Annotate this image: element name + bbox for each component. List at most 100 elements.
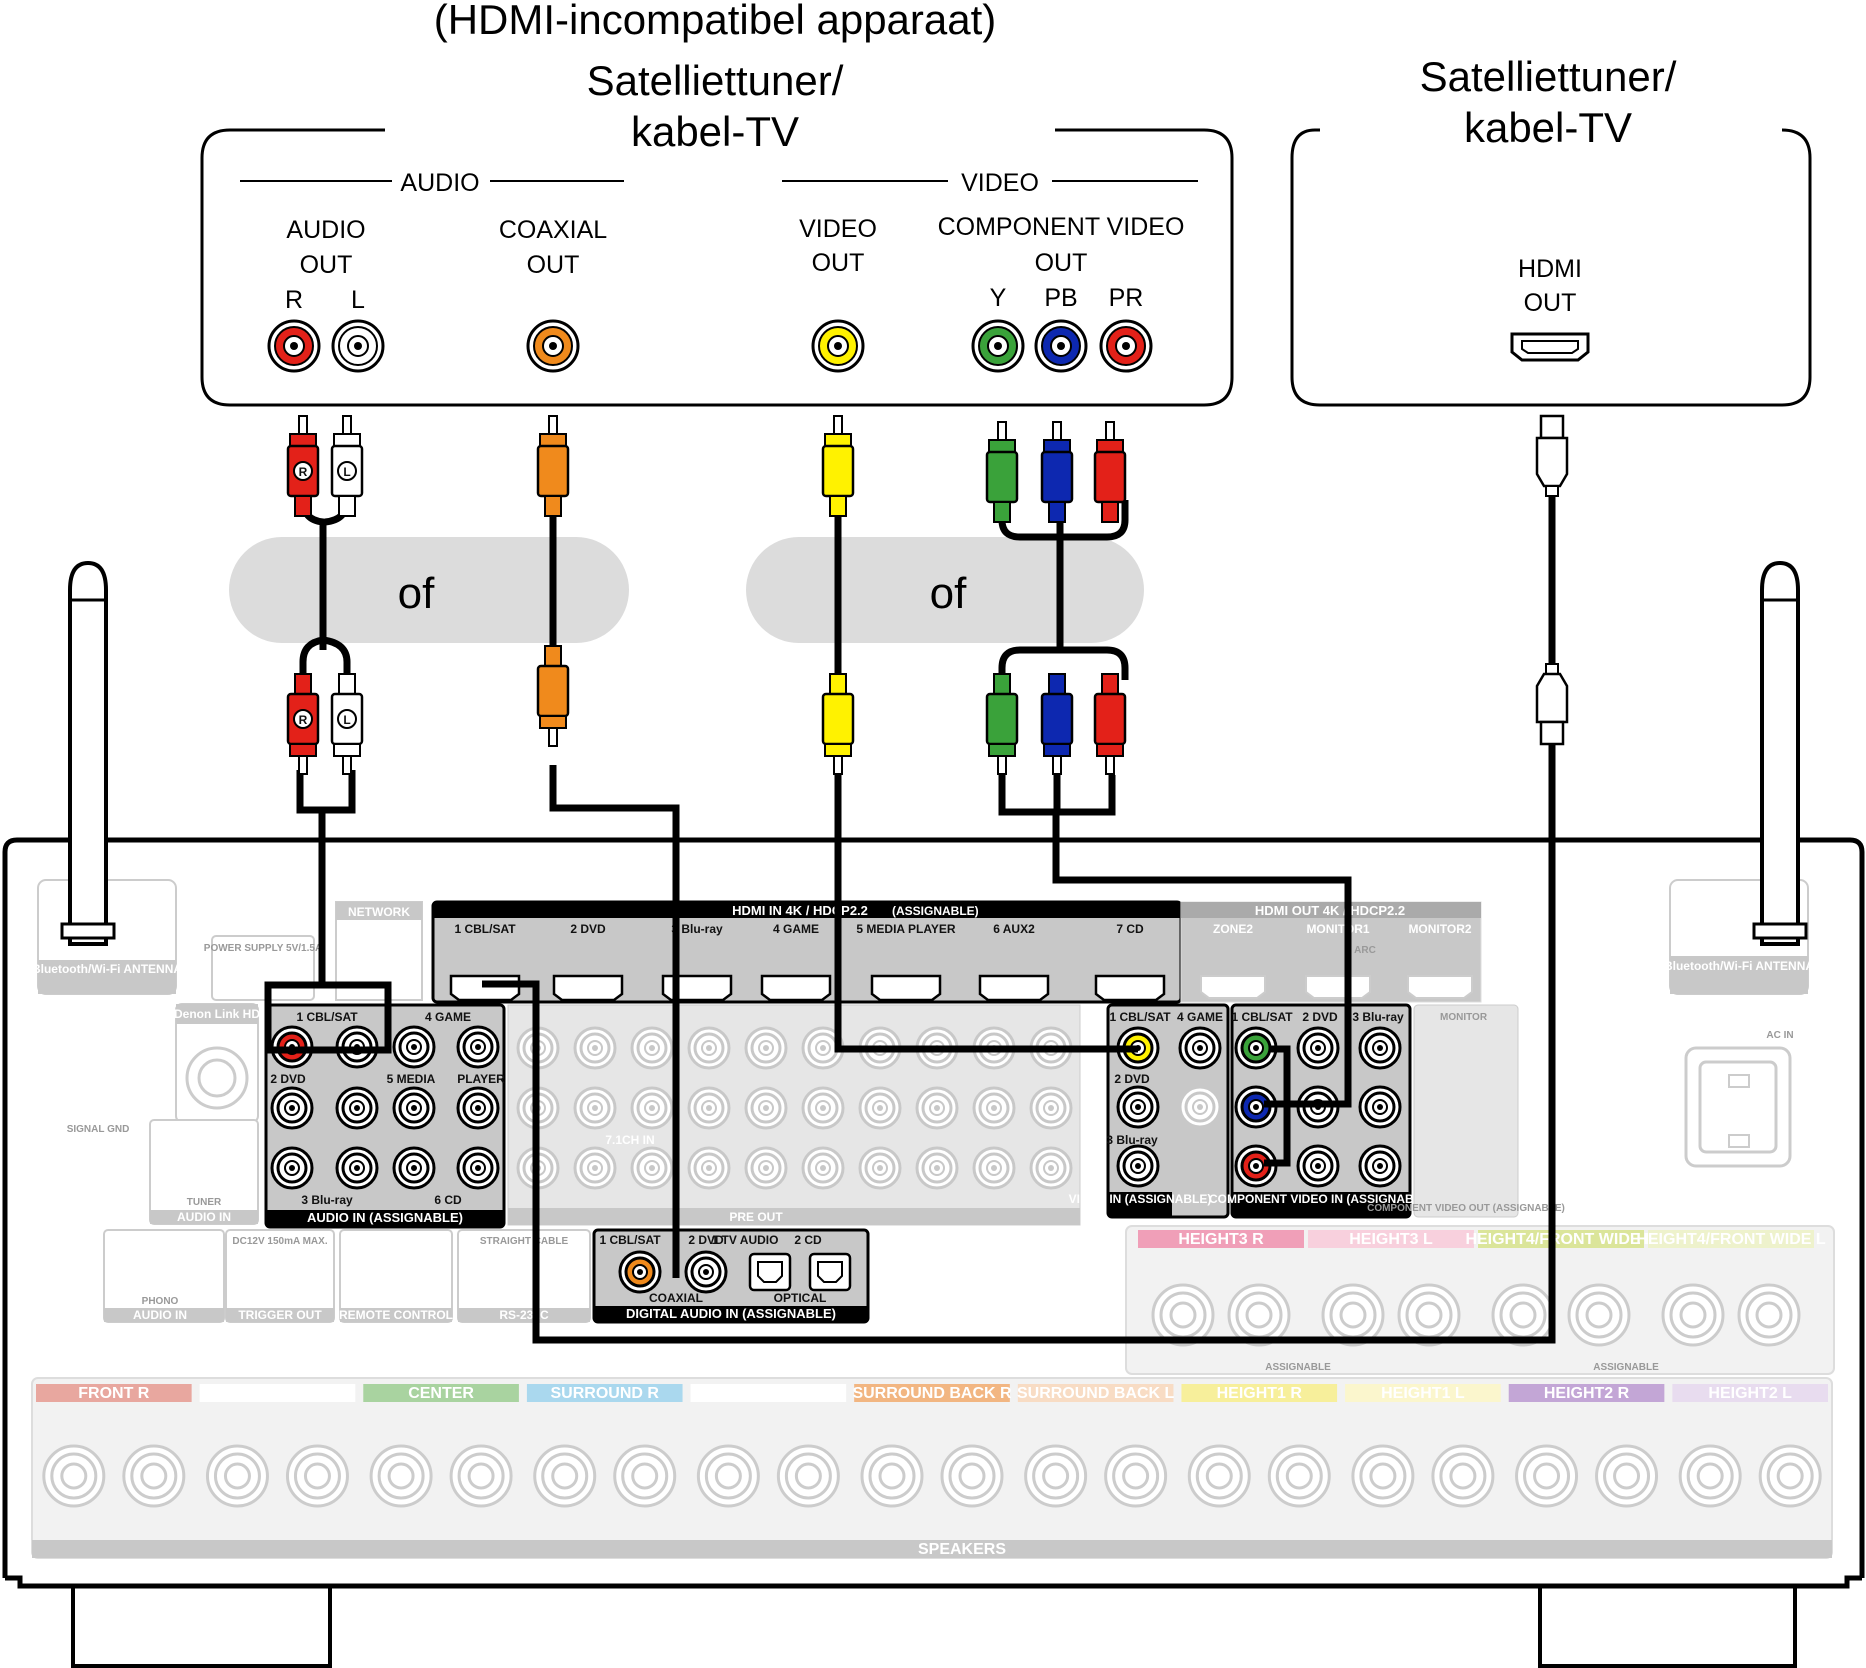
plug-body bbox=[536, 444, 570, 498]
plug-boot bbox=[294, 495, 312, 517]
or-label-video: of bbox=[930, 569, 967, 618]
terminal-inner bbox=[1755, 1301, 1783, 1329]
speaker-label-bar bbox=[1138, 1230, 1304, 1248]
plug-body bbox=[1093, 450, 1127, 504]
rjack-pin bbox=[637, 1269, 643, 1275]
rjack-pin bbox=[877, 1165, 883, 1171]
audio-in-label-cd: 6 CD bbox=[434, 1193, 462, 1207]
plug-hdmi-bottom bbox=[1535, 663, 1569, 746]
audio-in-jack bbox=[456, 1025, 500, 1069]
plug-boot bbox=[993, 673, 1011, 695]
speaker-terminal-plus bbox=[860, 1444, 924, 1508]
speaker-terminal-minus bbox=[940, 1444, 1004, 1508]
component-out-label-2: OUT bbox=[1035, 249, 1088, 277]
plug-letter: L bbox=[343, 713, 350, 727]
pre-out-jack bbox=[630, 1146, 674, 1190]
plug-body bbox=[1093, 692, 1127, 746]
speaker-label-bar bbox=[1648, 1230, 1814, 1248]
bt-antenna-left-label: Bluetooth/Wi-Fi ANTENNA bbox=[32, 962, 182, 976]
plug-boot bbox=[829, 673, 847, 695]
digital-coax-jack-cbl bbox=[618, 1250, 662, 1294]
audio-out-label-2: OUT bbox=[300, 251, 353, 279]
hdmi-out-port bbox=[1407, 975, 1473, 999]
speaker-label-bar bbox=[690, 1384, 847, 1402]
speaker-label: FRONT R bbox=[78, 1385, 150, 1402]
hdmi-in-port bbox=[449, 974, 521, 1002]
rjack-pin bbox=[1377, 1045, 1383, 1051]
hdmi-out-label-1: HDMI bbox=[1518, 255, 1582, 283]
rjack-pin bbox=[1315, 1163, 1321, 1169]
group-video-label: VIDEO bbox=[961, 169, 1039, 197]
rjack-pin bbox=[475, 1105, 481, 1111]
receiver: Bluetooth/Wi-Fi ANTENNA Bluetooth/Wi-Fi … bbox=[2, 837, 1865, 1668]
plug-boot bbox=[338, 673, 356, 695]
speaker-label-bar bbox=[1308, 1230, 1474, 1248]
device-note: (HDMI-incompatibel apparaat) bbox=[434, 0, 997, 43]
component-in-jack bbox=[1358, 1085, 1402, 1129]
audio-in-jack bbox=[335, 1146, 379, 1190]
speaker-label: HEIGHT4/FRONT WIDE R bbox=[1465, 1231, 1657, 1248]
plug-boot bbox=[544, 645, 562, 667]
plug-body bbox=[985, 450, 1019, 504]
speaker-terminal-plus bbox=[696, 1444, 760, 1508]
plug-ring bbox=[289, 433, 317, 447]
pre-out-jack bbox=[972, 1146, 1016, 1190]
pre-out-jack bbox=[573, 1086, 617, 1130]
speaker-label: HEIGHT1 L bbox=[1381, 1385, 1465, 1402]
plug-letter: R bbox=[299, 713, 308, 727]
rjack-pin bbox=[354, 1165, 360, 1171]
video-in-jack-game bbox=[1178, 1026, 1222, 1070]
left-device-name-2: kabel-TV bbox=[631, 108, 799, 155]
component-out-label-1: COMPONENT VIDEO bbox=[938, 213, 1185, 241]
component-out-title: COMPONENT VIDEO OUT (ASSIGNABLE) bbox=[1367, 1203, 1565, 1214]
speaker-label-bar bbox=[1181, 1384, 1338, 1402]
right-device-name-1: Satelliettuner/ bbox=[1420, 53, 1677, 100]
rjack-pin bbox=[411, 1044, 417, 1050]
rjack-pin bbox=[706, 1045, 712, 1051]
plug-body bbox=[821, 444, 855, 498]
speaker-label-bar bbox=[1508, 1384, 1665, 1402]
hdmi-out-port-label: ZONE2 bbox=[1213, 922, 1253, 936]
jack-pin bbox=[1122, 342, 1130, 350]
rjack-pin bbox=[1135, 1163, 1141, 1169]
video-in-label-cbl: 1 CBL/SAT bbox=[1109, 1010, 1171, 1024]
plug-audio-r-top: R bbox=[286, 415, 320, 517]
plug-body bbox=[985, 692, 1019, 746]
speaker-terminal-plus bbox=[1678, 1444, 1742, 1508]
audio-in-jack bbox=[392, 1086, 436, 1130]
plug-letter-circle bbox=[337, 461, 357, 481]
rjack-pin bbox=[411, 1105, 417, 1111]
plug-letter: L bbox=[343, 465, 350, 479]
hdmi-in-port-label: 3 Blu-ray bbox=[671, 922, 723, 936]
rjack-pin bbox=[649, 1045, 655, 1051]
speaker-label-bar bbox=[199, 1384, 356, 1402]
hdmi-out-port bbox=[1510, 332, 1590, 362]
antenna-right bbox=[1752, 560, 1808, 946]
terminal-inner bbox=[140, 1462, 168, 1490]
video-out-jack bbox=[1178, 1085, 1222, 1129]
plug-ring bbox=[988, 439, 1016, 453]
rjack-pin bbox=[703, 1269, 709, 1275]
hdmi-out-port bbox=[1305, 975, 1371, 999]
rjack-pin bbox=[1197, 1104, 1203, 1110]
audio-l-jack bbox=[331, 319, 385, 373]
audio-in-label-media: 5 MEDIA bbox=[387, 1072, 436, 1086]
hdmi-out-port-label: MONITOR2 bbox=[1408, 922, 1471, 936]
audio-in-jack bbox=[270, 1146, 314, 1190]
rjack-pin bbox=[877, 1105, 883, 1111]
speaker-terminal-minus bbox=[613, 1444, 677, 1508]
speaker-terminal-plus bbox=[1661, 1283, 1725, 1347]
hdmi-in-port bbox=[760, 974, 832, 1002]
video-in-title: VIDEO IN (ASSIGNABLE) bbox=[1069, 1192, 1212, 1206]
pre-out-jack bbox=[687, 1086, 731, 1130]
rjack-pin bbox=[592, 1045, 598, 1051]
speaker-terminal-plus bbox=[1187, 1444, 1251, 1508]
plug-tip bbox=[1052, 421, 1062, 441]
hdmi-out-label-2: OUT bbox=[1524, 289, 1577, 317]
video-out-label-2: OUT bbox=[812, 249, 865, 277]
hdmi-in-port bbox=[978, 974, 1050, 1002]
terminal-inner bbox=[1509, 1301, 1537, 1329]
digital-label-dvd: 2 DVD bbox=[688, 1233, 724, 1247]
speaker-label-bar bbox=[1478, 1230, 1644, 1248]
hdmi-out-title: HDMI OUT 4K / HDCP2.2 bbox=[1255, 903, 1405, 918]
